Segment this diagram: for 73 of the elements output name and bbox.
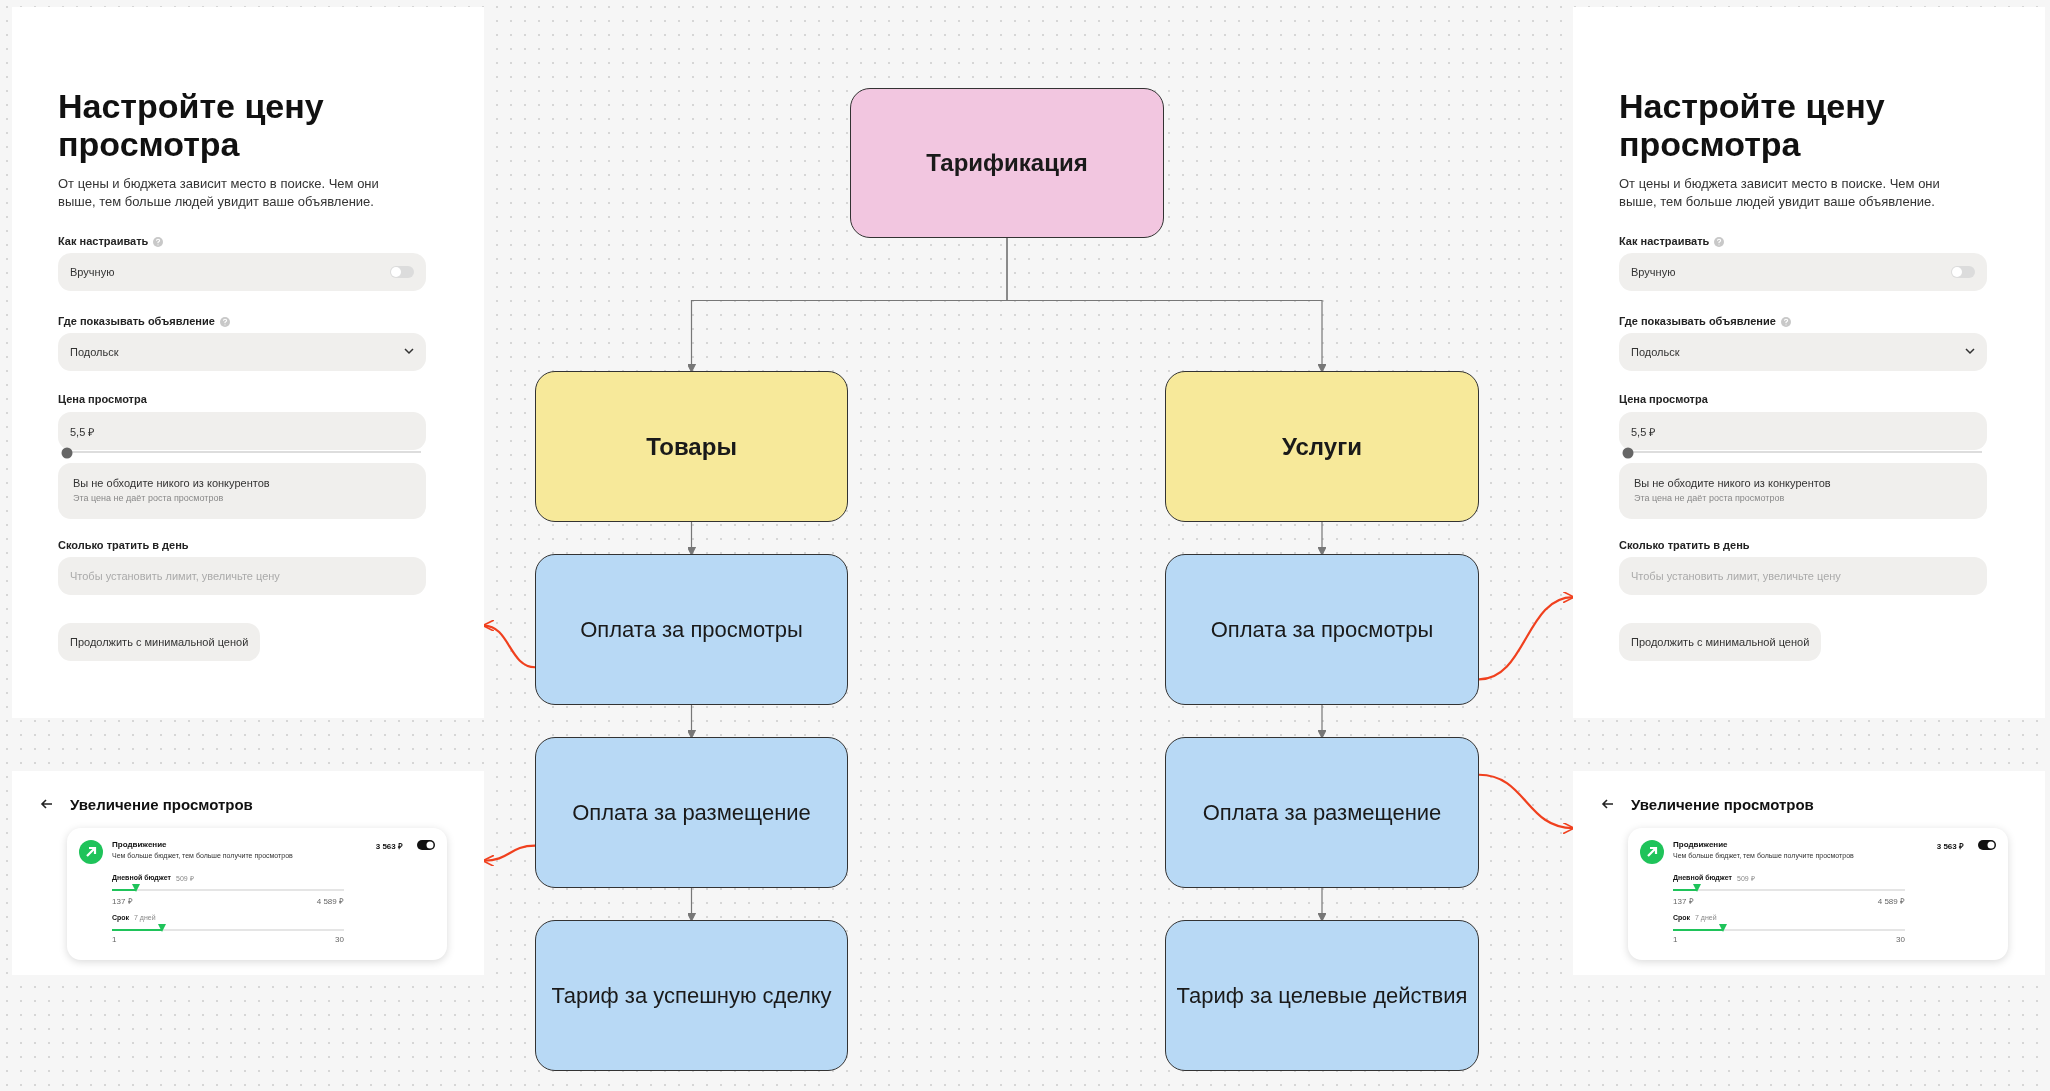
field-label: Сколько тратить в день: [58, 539, 189, 551]
box-label: Тарификация: [925, 149, 1089, 177]
heading: Увеличение просмотров: [1631, 796, 1814, 813]
arrow: [1478, 592, 1575, 681]
price-field: 5,5 ₽: [1619, 412, 1987, 450]
process-box: [535, 737, 848, 888]
card-title: Продвижение: [1673, 840, 1728, 849]
process-box: [850, 88, 1164, 238]
field-label: Сколько тратить в день: [1619, 539, 1750, 551]
box-label: Услуги: [1281, 432, 1363, 461]
process-box: [535, 920, 848, 1071]
heading: Настройте цену просмотра: [1619, 87, 1886, 164]
toggle-field: Вручную: [1619, 253, 1987, 291]
arrow: [482, 620, 536, 669]
input-field: Чтобы установить лимит, увеличьте цену: [1619, 557, 1987, 595]
box-label: Оплата за просмотры: [579, 616, 804, 643]
arrow: [482, 844, 536, 867]
field-label: Где показывать объявление: [58, 315, 215, 327]
process-box: [1165, 554, 1479, 705]
process-box: [535, 371, 848, 522]
description-text: От цены и бюджета зависит место в поиске. Чем они выше, тем больше людей увидит ваше объявление.: [1619, 175, 1941, 211]
min-value: 137 ₽: [112, 896, 133, 906]
arrow: [1317, 887, 1327, 922]
continue-button: Продолжить с минимальной ценой: [1619, 623, 1822, 661]
toggle-field: Вручную: [58, 253, 426, 291]
screenshot-panel: [1573, 7, 2045, 718]
arrow: [1478, 773, 1575, 834]
info-text: Вы не обходите никого из конкурентов: [1634, 477, 1831, 489]
arrow: [686, 887, 697, 922]
max-value: 4 589 ₽: [315, 896, 344, 906]
screenshot-panel: [1573, 771, 2045, 975]
max-value: 30: [334, 935, 344, 944]
card-title: Продвижение: [112, 840, 167, 849]
heading: Увеличение просмотров: [70, 796, 253, 813]
arrow: [686, 704, 697, 739]
input-field: Чтобы установить лимит, увеличьте цену: [58, 557, 426, 595]
field-label: Цена просмотра: [58, 393, 147, 405]
arrow: [1317, 704, 1327, 739]
arrow: [1006, 237, 1327, 373]
arrow: [1317, 521, 1327, 556]
heading: Настройте цену просмотра: [58, 87, 325, 164]
process-box: [535, 554, 848, 705]
box-label: Тариф за целевые действия: [1175, 982, 1469, 1009]
process-box: [1165, 371, 1479, 522]
price-text: 3 563 ₽: [1936, 841, 1964, 851]
info-text: Вы не обходите никого из конкурентов: [73, 477, 270, 489]
process-box: [1165, 737, 1479, 888]
max-value: 30: [1895, 935, 1905, 944]
description-text: От цены и бюджета зависит место в поиске. Чем они выше, тем больше людей увидит ваше объявление.: [58, 175, 380, 211]
box-label: Оплата за размещение: [571, 799, 812, 826]
box-label: Тариф за успешную сделку: [550, 982, 833, 1009]
max-value: 4 589 ₽: [1876, 896, 1905, 906]
arrow: [686, 521, 697, 556]
field-label: Как настраивать: [1619, 235, 1710, 247]
process-box: [1165, 920, 1479, 1071]
field-label: Цена просмотра: [1619, 393, 1708, 405]
box-label: Оплата за просмотры: [1209, 616, 1435, 643]
min-value: 1: [112, 935, 117, 944]
min-value: 137 ₽: [1673, 896, 1694, 906]
field-label: Как настраивать: [58, 235, 149, 247]
dropdown-field: Подольск: [1619, 333, 1987, 371]
hint-text: Эта цена не даёт роста просмотров: [1634, 493, 1785, 503]
price-text: 3 563 ₽: [375, 841, 403, 851]
screenshot-panel: [12, 7, 484, 718]
field-label: Где показывать объявление: [1619, 315, 1776, 327]
screenshot-panel: [12, 771, 484, 975]
box-label: Оплата за размещение: [1201, 799, 1443, 826]
min-value: 1: [1673, 935, 1678, 944]
price-field: 5,5 ₽: [58, 412, 426, 450]
hint-text: Эта цена не даёт роста просмотров: [73, 493, 224, 503]
dropdown-field: Подольск: [58, 333, 426, 371]
box-label: Товары: [645, 432, 738, 461]
continue-button: Продолжить с минимальной ценой: [58, 623, 261, 661]
